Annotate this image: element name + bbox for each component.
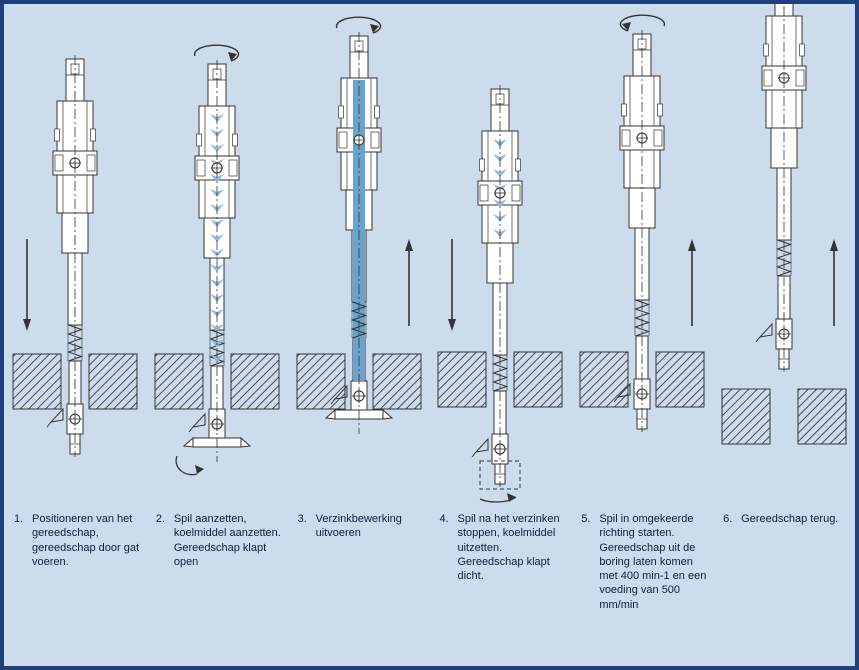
- tool-illustration: [721, 4, 847, 445]
- step-number: 2.: [155, 513, 166, 525]
- step-number: 4.: [439, 513, 449, 525]
- feed-up-arrow-icon: [404, 239, 413, 326]
- feed-down-arrow-icon: [22, 239, 31, 331]
- process-step: 4. Spil na het verzinken stoppen, koelmi…: [429, 4, 571, 666]
- feed-down-arrow-icon: [448, 239, 457, 331]
- step-caption-text: Gereedschap terug.: [741, 513, 839, 525]
- rotation-arrow-icon: [619, 14, 666, 32]
- rotation-arrow-icon: [335, 16, 381, 34]
- workpiece: [12, 353, 138, 410]
- step-caption-text: Verzinkbewerking uitvoeren: [315, 513, 402, 540]
- step-caption: 4. Spil na het verzinken stoppen, koelmi…: [429, 504, 571, 583]
- step-caption: 3. Verzinkbewerking uitvoeren: [288, 504, 430, 541]
- clamp-mark-icon: [330, 384, 348, 405]
- tool-illustration: [154, 44, 280, 476]
- workpiece: [579, 351, 705, 408]
- process-step: 2. Spil aanzetten, koelmiddel aanzetten.…: [146, 4, 288, 666]
- step-number: 5.: [581, 513, 591, 525]
- tool-assembly: [46, 55, 98, 457]
- process-step: 5. Spil in omgekeerde richting starten. …: [571, 4, 713, 666]
- steps-row: 1. Positioneren van het gereedschap, ger…: [4, 4, 855, 666]
- tool-assembly: [613, 30, 665, 432]
- coolant-flow: [209, 114, 224, 362]
- tool-assembly: [324, 32, 393, 434]
- workpiece: [154, 353, 280, 410]
- step-number: 3.: [297, 513, 307, 525]
- tool-illustration: [296, 16, 422, 434]
- clamp-mark-icon: [755, 322, 773, 343]
- step-caption-text: Spil in omgekeerde richting starten. Ger…: [599, 513, 707, 611]
- tool-illustration: [437, 85, 563, 503]
- tool-illustration: [12, 55, 138, 457]
- step-caption-text: Spil aanzetten, koelmiddel aanzetten. Ge…: [173, 513, 281, 568]
- feed-up-arrow-icon: [830, 239, 839, 326]
- workpiece: [721, 388, 847, 445]
- tool-assembly: [175, 60, 251, 476]
- feed-up-arrow-icon: [688, 239, 697, 326]
- clamp-mark-icon: [46, 407, 64, 428]
- clamp-mark-icon: [188, 412, 206, 433]
- step-caption-text: Spil na het verzinken stoppen, koelmidde…: [457, 513, 560, 583]
- workpiece: [296, 353, 422, 410]
- step-caption-text: Positioneren van het gereedschap, gereed…: [32, 513, 140, 568]
- process-step: 3. Verzinkbewerking uitvoeren: [288, 4, 430, 666]
- process-step: 1. Positioneren van het gereedschap, ger…: [4, 4, 146, 666]
- step-caption: 1. Positioneren van het gereedschap, ger…: [4, 504, 146, 569]
- tool-illustration: [579, 14, 705, 432]
- tool-assembly: [472, 85, 523, 503]
- clamp-mark-icon: [613, 382, 631, 403]
- process-step: 6. Gereedschap terug.: [713, 4, 855, 666]
- dashed-tip-outline: [479, 460, 521, 490]
- flip-open-arrow-icon: [175, 455, 204, 476]
- step-number: 6.: [723, 513, 733, 525]
- tool-assembly: [755, 4, 807, 372]
- rotation-arrow-icon: [193, 44, 239, 62]
- workpiece: [437, 351, 563, 408]
- step-number: 1.: [14, 513, 24, 525]
- step-caption: 2. Spil aanzetten, koelmiddel aanzetten.…: [146, 504, 288, 569]
- step-caption: 5. Spil in omgekeerde richting starten. …: [571, 504, 713, 612]
- step-caption: 6. Gereedschap terug.: [713, 504, 855, 526]
- clamp-mark-icon: [472, 437, 489, 458]
- flip-close-arrow-icon: [480, 493, 517, 503]
